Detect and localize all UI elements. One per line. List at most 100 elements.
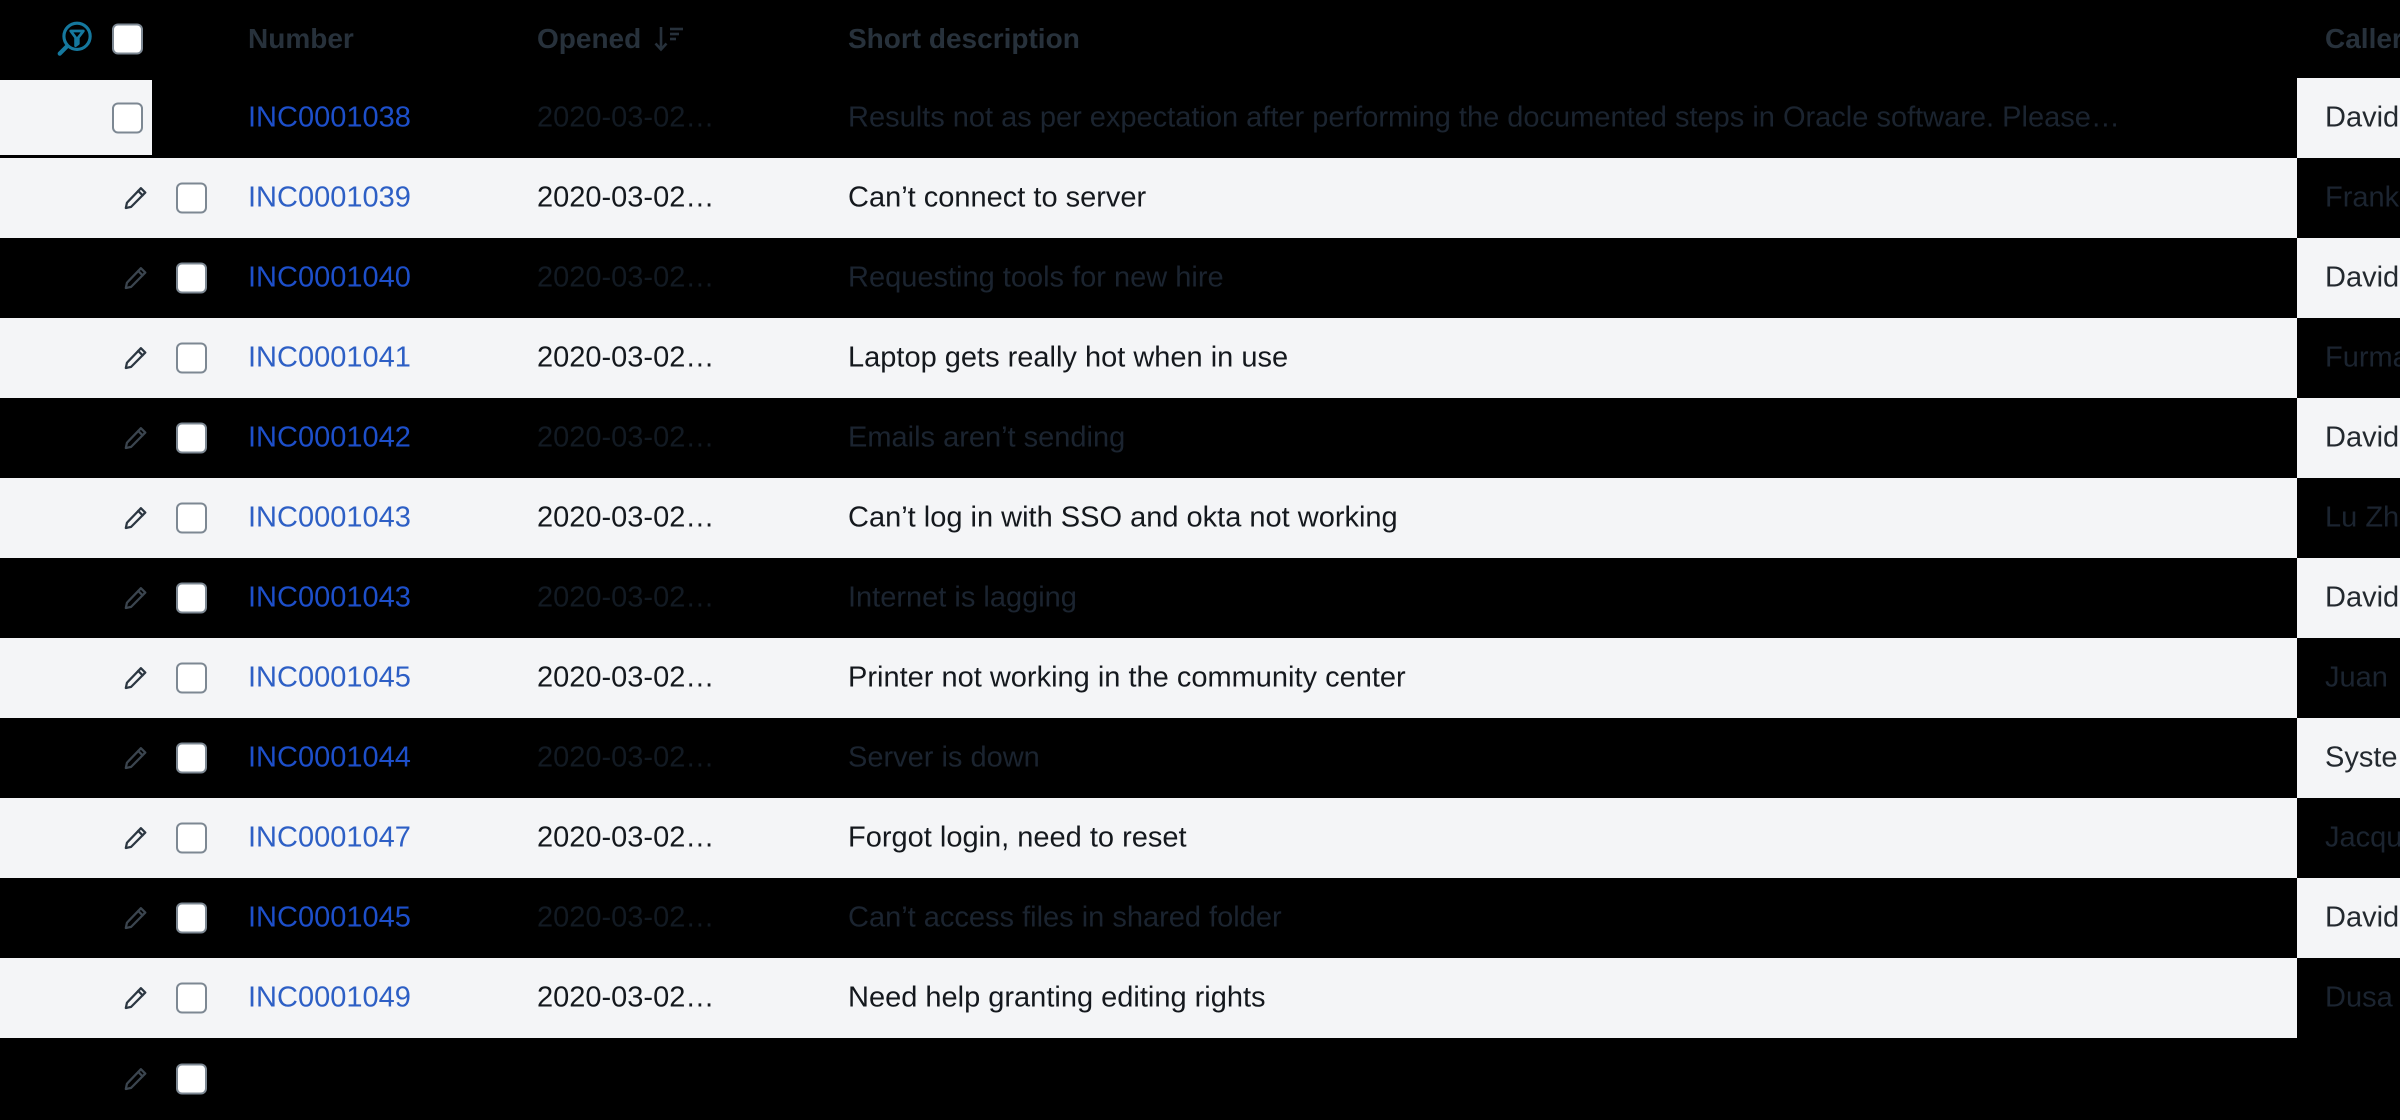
edit-pencil-icon[interactable]	[122, 425, 149, 452]
edit-pencil-icon[interactable]	[122, 905, 149, 932]
edit-pencil-icon[interactable]	[122, 265, 149, 292]
column-header-caller[interactable]: Caller	[2325, 23, 2400, 54]
incident-number-link[interactable]: INC0001047	[248, 821, 411, 854]
incident-number-link[interactable]: INC0001045	[248, 661, 411, 694]
edit-pencil-icon[interactable]	[122, 825, 149, 852]
row-checkbox[interactable]	[176, 182, 207, 214]
edit-pencil-icon[interactable]	[122, 1066, 149, 1093]
row-checkbox[interactable]	[176, 822, 207, 854]
caller-name: Syste	[2325, 741, 2398, 774]
row-checkbox[interactable]	[176, 422, 207, 454]
short-description-cell: Can’t connect to server	[848, 181, 1147, 214]
caller-cell: Jacqu	[2297, 798, 2400, 878]
short-description-cell: Server is down	[848, 741, 1040, 774]
row-checkbox[interactable]	[176, 342, 207, 374]
short-description-cell: Need help granting editing rights	[848, 981, 1266, 1014]
row-checkbox[interactable]	[112, 102, 143, 134]
incident-number-link[interactable]: INC0001049	[248, 981, 411, 1014]
caller-name: Dusa	[2325, 981, 2393, 1014]
caller-name: Frank	[2325, 181, 2400, 214]
opened-date-cell: 2020-03-02…	[537, 341, 715, 374]
incident-row: INC0001043 2020-03-02… Can’t log in with…	[0, 478, 2400, 558]
table-header: Number Opened Short description Caller	[0, 0, 2400, 78]
row-checkbox[interactable]	[176, 662, 207, 694]
short-description-cell: Printer not working in the community cen…	[848, 661, 1406, 694]
edit-pencil-icon[interactable]	[122, 505, 149, 532]
caller-cell: David	[2297, 878, 2400, 958]
incident-number-link[interactable]: INC0001044	[248, 741, 411, 774]
short-description-cell: Internet is lagging	[848, 581, 1077, 614]
incident-row: INC0001041 2020-03-02… Laptop gets reall…	[0, 318, 2400, 398]
row-checkbox[interactable]	[176, 502, 207, 534]
incident-number-link[interactable]: INC0001040	[248, 261, 411, 294]
short-description-cell: Results not as per expectation after per…	[848, 101, 2120, 134]
caller-cell: David	[2297, 78, 2400, 158]
caller-cell: Juan	[2297, 638, 2400, 718]
incident-row: INC0001049 2020-03-02… Need help grantin…	[0, 958, 2400, 1038]
caller-cell: Dusa	[2297, 958, 2400, 1038]
edit-pencil-icon[interactable]	[122, 585, 149, 612]
caller-cell: David	[2297, 238, 2400, 318]
incident-row: INC0001047 2020-03-02… Forgot login, nee…	[0, 798, 2400, 878]
row-checkbox[interactable]	[176, 1063, 207, 1095]
incident-row: INC0001045 2020-03-02… Printer not worki…	[0, 638, 2400, 718]
incident-row: INC0001043 2020-03-02… Internet is laggi…	[0, 558, 2400, 638]
row-checkbox[interactable]	[176, 982, 207, 1014]
incident-number-link[interactable]: INC0001042	[248, 421, 411, 454]
opened-date-cell: 2020-03-02…	[537, 661, 715, 694]
caller-cell: David	[2297, 398, 2400, 478]
incident-number-link[interactable]: INC0001038	[248, 101, 411, 134]
short-description-cell: Emails aren’t sending	[848, 421, 1126, 454]
short-description-cell: Forgot login, need to reset	[848, 821, 1187, 854]
caller-cell: Lu Zh	[2297, 478, 2400, 558]
row-checkbox[interactable]	[176, 742, 207, 774]
edit-pencil-icon[interactable]	[122, 345, 149, 372]
incident-number-link[interactable]: INC0001045	[248, 901, 411, 934]
caller-name: Jacqu	[2325, 821, 2400, 854]
incident-row: INC0001042 2020-03-02… Emails aren’t sen…	[0, 398, 2400, 478]
caller-name: Furma	[2325, 341, 2400, 374]
column-header-short-description[interactable]: Short description	[848, 23, 1080, 54]
caller-cell: Furma	[2297, 318, 2400, 398]
incident-row: INC0001039 2020-03-02… Can’t connect to …	[0, 158, 2400, 238]
caller-name: David	[2325, 261, 2400, 294]
incident-row: INC0001044 2020-03-02… Server is down Sy…	[0, 718, 2400, 798]
short-description-cell: Can’t access files in shared folder	[848, 901, 1282, 934]
edit-pencil-icon[interactable]	[122, 665, 149, 692]
caller-cell: Syste	[2297, 718, 2400, 798]
caller-name: Lu Zh	[2325, 501, 2400, 534]
caller-name: Juan	[2325, 661, 2388, 694]
short-description-cell: Requesting tools for new hire	[848, 261, 1224, 294]
column-header-number[interactable]: Number	[248, 23, 354, 54]
caller-name: David	[2325, 901, 2400, 934]
row-checkbox[interactable]	[176, 902, 207, 934]
incident-row: INC0001045 2020-03-02… Can’t access file…	[0, 878, 2400, 958]
caller-cell: David	[2297, 558, 2400, 638]
opened-date-cell: 2020-03-02…	[537, 581, 715, 614]
incident-number-link[interactable]: INC0001043	[248, 581, 411, 614]
opened-date-cell: 2020-03-02…	[537, 741, 715, 774]
opened-date-cell: 2020-03-02…	[537, 181, 715, 214]
caller-cell: Frank	[2297, 158, 2400, 238]
edit-pencil-icon[interactable]	[122, 745, 149, 772]
incident-number-link[interactable]: INC0001039	[248, 181, 411, 214]
short-description-cell: Can’t log in with SSO and okta not worki…	[848, 501, 1398, 534]
column-header-opened[interactable]: Opened	[537, 23, 642, 54]
caller-name: David	[2325, 421, 2400, 454]
incident-row: INC0001038 2020-03-02… Results not as pe…	[0, 78, 2400, 158]
select-all-checkbox[interactable]	[112, 23, 143, 55]
row-checkbox[interactable]	[176, 582, 207, 614]
filter-icon[interactable]	[56, 20, 96, 62]
incident-number-link[interactable]: INC0001043	[248, 501, 411, 534]
opened-date-cell: 2020-03-02…	[537, 101, 715, 134]
row-checkbox[interactable]	[176, 262, 207, 294]
edit-pencil-icon[interactable]	[122, 985, 149, 1012]
incident-row	[0, 1038, 2400, 1120]
sort-descending-icon	[652, 23, 686, 55]
opened-date-cell: 2020-03-02…	[537, 421, 715, 454]
caller-name: David	[2325, 581, 2400, 614]
edit-pencil-icon[interactable]	[122, 185, 149, 212]
incident-number-link[interactable]: INC0001041	[248, 341, 411, 374]
opened-date-cell: 2020-03-02…	[537, 821, 715, 854]
